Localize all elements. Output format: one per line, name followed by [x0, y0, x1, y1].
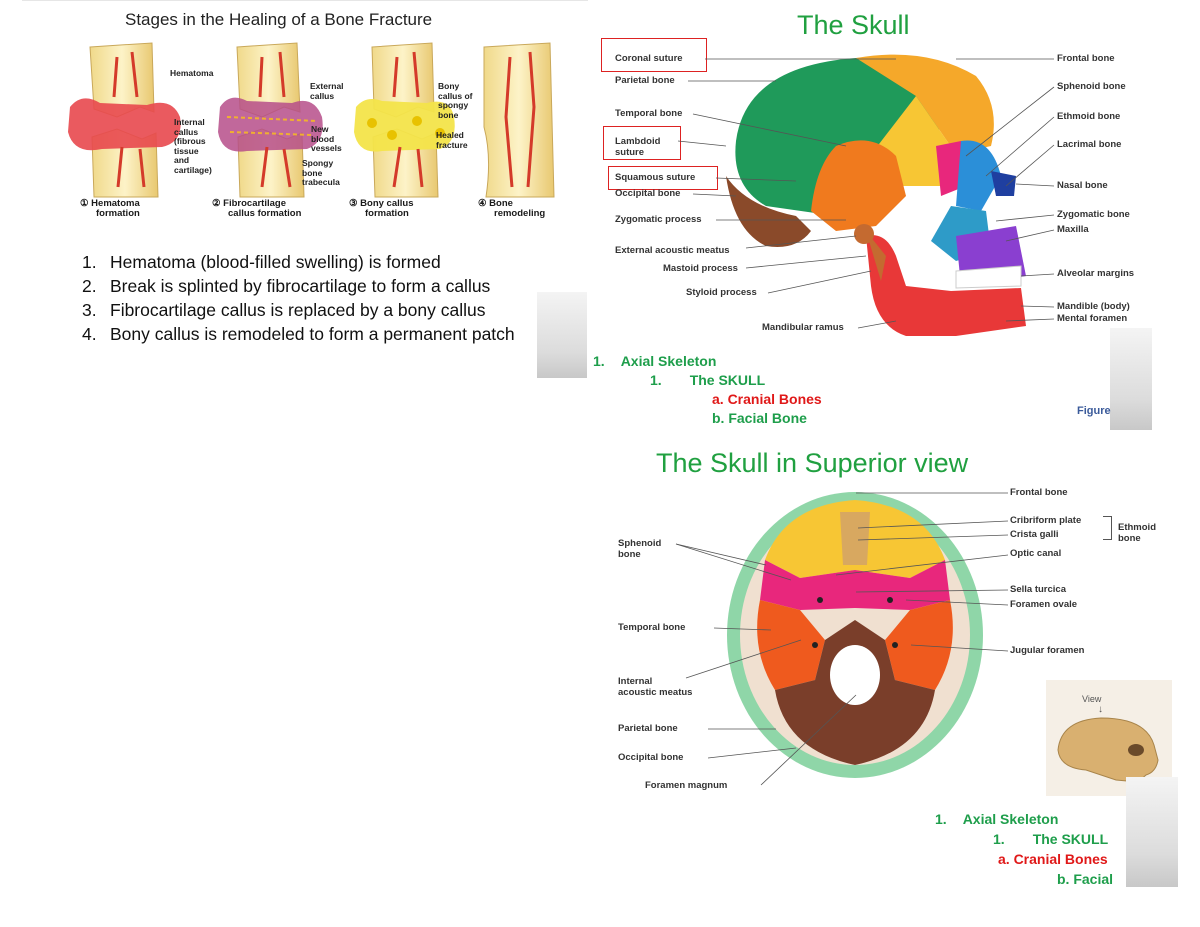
view-direction-thumbnail: View ↓ [1046, 680, 1172, 796]
label-nasal-bone: Nasal bone [1057, 180, 1108, 191]
label-internal-callus: Internal callus (fibrous tissue and cart… [174, 117, 212, 175]
highlight-box-coronal [601, 38, 707, 72]
label-parietal-bone: Parietal bone [615, 75, 675, 86]
list-item: 4.Bony callus is remodeled to form a per… [82, 324, 515, 344]
list-item: 3.Fibrocartilage callus is replaced by a… [82, 300, 486, 320]
small-skull-icon [1057, 717, 1159, 783]
label-styloid-process: Styloid process [686, 287, 757, 298]
label-hematoma: Hematoma [170, 68, 214, 78]
view-arrow-icon: ↓ [1098, 704, 1103, 715]
label-alveolar-margins: Alveolar margins [1057, 268, 1135, 279]
stage-2-bone [218, 42, 323, 198]
label-cribriform-plate: Cribriform plate [1010, 515, 1082, 526]
list-item: 1.Hematoma (blood-filled swelling) is fo… [82, 252, 441, 272]
label-external-acoustic-meatus: External acoustic meatus [615, 245, 730, 256]
outline-cranial-bones-2: a. Cranial Bones [998, 851, 1108, 867]
cropped-thumbnail [537, 292, 587, 378]
label-occipital-bone-superior: Occipital bone [618, 752, 684, 763]
cropped-thumbnail [1126, 777, 1178, 887]
outline-facial-2: b. Facial [1057, 871, 1114, 887]
label-sphenoid-bone: Sphenoid bone [1057, 81, 1126, 92]
label-occipital-bone: Occipital bone [615, 188, 681, 199]
label-lacrimal-bone: Lacrimal bone [1057, 139, 1122, 150]
stage-3-bone [354, 42, 455, 198]
fracture-stages-illustration [68, 42, 555, 198]
label-ethmoid-bone: Ethmoid bone [1057, 111, 1121, 122]
label-temporal-bone-superior: Temporal bone [618, 622, 686, 633]
label-zygomatic-bone: Zygomatic bone [1057, 209, 1130, 220]
stage-caption-1: ① Hematoma formation [80, 198, 140, 219]
label-healed-fracture: Healed fracture [436, 130, 468, 150]
stage-caption-2: ② Fibrocartilage callus formation [212, 198, 302, 219]
label-frontal-bone: Frontal bone [1057, 53, 1115, 64]
label-mental-foramen: Mental foramen [1057, 313, 1128, 324]
fracture-figure: Stages in the Healing of a Bone Fracture [22, 0, 588, 233]
cropped-thumbnail [1110, 328, 1152, 430]
label-jugular-foramen: Jugular foramen [1010, 645, 1085, 656]
label-frontal-bone-superior: Frontal bone [1010, 487, 1068, 498]
label-mandibular-ramus: Mandibular ramus [762, 322, 844, 333]
label-foramen-ovale: Foramen ovale [1010, 599, 1078, 610]
label-parietal-bone-superior: Parietal bone [618, 723, 678, 734]
outline-axial-skeleton-2: 1.Axial Skeleton [935, 811, 1059, 827]
outline-axial-skeleton: 1.Axial Skeleton [593, 353, 717, 369]
label-temporal-bone: Temporal bone [615, 108, 683, 119]
label-coronal-suture: Coronal suture [615, 53, 683, 64]
label-mastoid-process: Mastoid process [663, 263, 738, 274]
fracture-title: Stages in the Healing of a Bone Fracture [125, 10, 433, 29]
figure-label: Figure [1077, 405, 1111, 417]
label-bony-callus: Bony callus of spongy bone [438, 81, 473, 120]
label-external-callus: External callus [310, 81, 344, 101]
lateral-leader-lines [677, 58, 1055, 329]
label-new-blood-vessels: New blood vessels [311, 124, 342, 153]
outline-the-skull: 1.The SKULL [650, 372, 766, 388]
outline-the-skull-2: 1.The SKULL [993, 831, 1109, 847]
label-squamous-suture: Squamous suture [615, 172, 696, 183]
stage-caption-4: ④ Bone remodeling [478, 198, 546, 219]
label-maxilla: Maxilla [1057, 224, 1089, 235]
fracture-steps-list: 1.Hematoma (blood-filled swelling) is fo… [82, 250, 552, 346]
superior-skull-illustration [727, 492, 983, 778]
label-zygomatic-process: Zygomatic process [615, 214, 702, 225]
ethmoid-bracket [1103, 516, 1112, 540]
stage-4-bone [483, 42, 555, 198]
highlight-box-lambdoid [603, 126, 681, 160]
outline-cranial-bones: a. Cranial Bones [712, 391, 822, 407]
outline-facial-bone: b. Facial Bone [712, 410, 807, 426]
superior-leader-lines [675, 492, 1009, 786]
lateral-skull-illustration [726, 54, 1026, 336]
label-sella-turcica: Sella turcica [1010, 584, 1066, 595]
label-crista-galli: Crista galli [1010, 529, 1059, 540]
stage-1-bone [68, 42, 181, 198]
stage-caption-3: ③ Bony callus formation [349, 198, 414, 219]
list-item: 2.Break is splinted by fibrocartilage to… [82, 276, 491, 296]
label-foramen-magnum: Foramen magnum [645, 780, 728, 791]
label-mandible-body: Mandible (body) [1057, 301, 1130, 312]
label-spongy-bone-trabecula: Spongy bone trabecula [302, 158, 340, 187]
view-label: View [1082, 694, 1102, 704]
label-optic-canal: Optic canal [1010, 548, 1062, 559]
skull-title: The Skull [797, 10, 910, 40]
superior-view-title: The Skull in Superior view [656, 448, 969, 478]
